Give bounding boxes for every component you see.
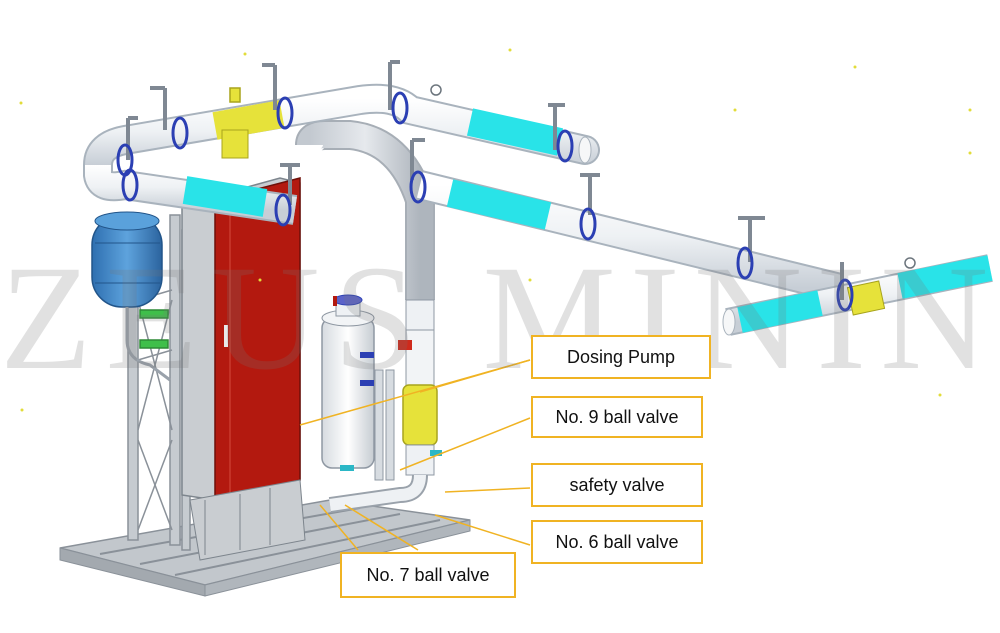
callout-dosing-pump: Dosing Pump <box>531 335 711 379</box>
callout-no6-ball-valve: No. 6 ball valve <box>531 520 703 564</box>
callout-leaders <box>299 359 531 551</box>
pipe-clamps <box>116 91 854 312</box>
upper-pipe-run <box>83 83 600 180</box>
expansion-tank <box>91 211 171 382</box>
control-cabinet <box>181 177 306 561</box>
pipe-hangers <box>126 60 844 300</box>
background-grid-dots <box>19 48 972 412</box>
callout-no7-ball-valve: No. 7 ball valve <box>340 552 516 598</box>
dosing-vessel <box>321 294 395 481</box>
right-branch <box>722 254 993 336</box>
middle-pipe-run <box>83 165 844 303</box>
callout-no9-ball-valve: No. 9 ball valve <box>531 396 703 438</box>
pressure-gauges <box>229 84 916 269</box>
callout-safety-valve: safety valve <box>531 463 703 507</box>
